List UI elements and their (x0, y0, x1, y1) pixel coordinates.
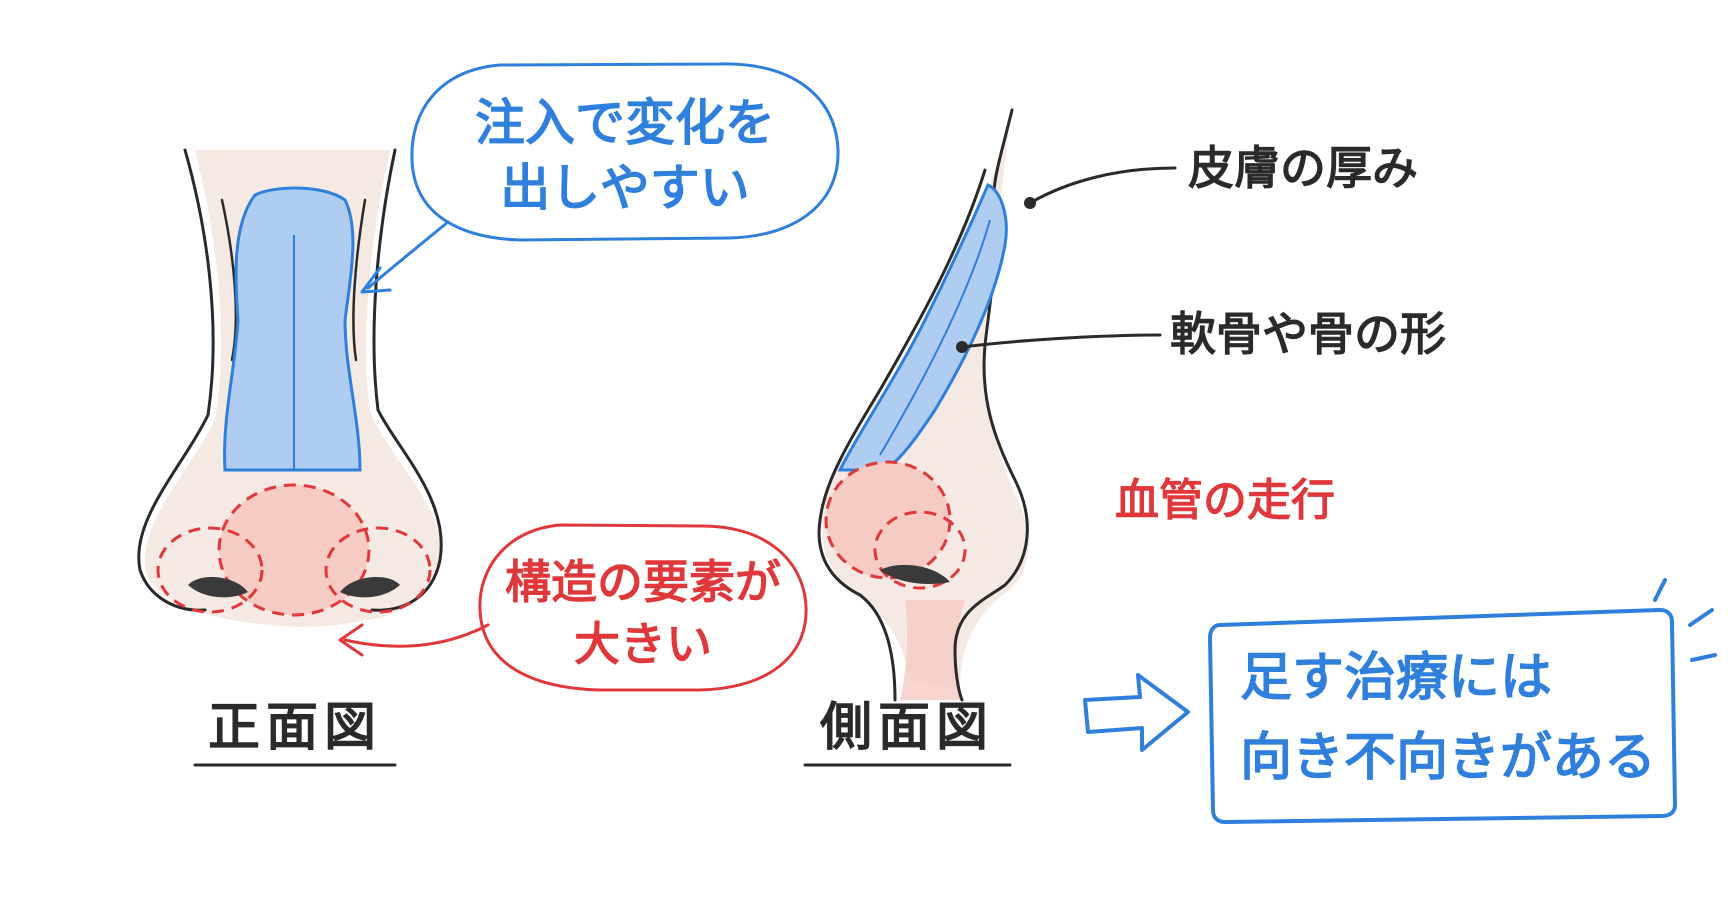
blue-callout-bubble (410, 62, 840, 242)
front-right-ala-region (324, 526, 432, 614)
skin-leader-line (1028, 166, 1177, 205)
front-nose-illustration (137, 148, 443, 767)
emphasis-marks (1653, 578, 1717, 662)
conclusion-box-frame (1207, 607, 1678, 825)
blue-callout-line2: 出しやすい (500, 159, 750, 217)
red-callout-line1: 構造の要素が (505, 555, 781, 609)
front-dorsum-blue-region (223, 186, 362, 472)
blue-callout: 注入で変化を 出しやすい (360, 62, 840, 294)
red-callout: 構造の要素が 大きい (338, 523, 808, 692)
red-callout-arrowhead (338, 623, 364, 657)
label-skin-thickness: 皮膚の厚み (1188, 141, 1418, 195)
front-nose-inner-right (352, 198, 367, 362)
red-callout-line2: 大きい (574, 617, 712, 671)
side-view-title: 側面図 (819, 698, 994, 758)
side-dorsum-line (879, 219, 991, 456)
front-left-nostril (188, 576, 248, 598)
emphasis-mark-1 (1653, 578, 1667, 602)
conclusion-box: 足す治療には 向き不向きがある (1207, 607, 1678, 825)
skin-thickness-label-group: 皮膚の厚み (1024, 141, 1418, 209)
conclusion-line2: 向き不向きがある (1240, 728, 1656, 788)
side-columella (900, 600, 965, 700)
front-right-nostril (340, 576, 400, 598)
red-callout-bubble (478, 523, 808, 692)
side-nostril (880, 564, 950, 585)
side-nose-back-outline (817, 168, 987, 702)
cartilage-leader-line (960, 333, 1162, 349)
conclusion-line1: 足す治療には (1240, 648, 1552, 708)
cartilage-label-group: 軟骨や骨の形 (956, 307, 1446, 361)
side-tip-region (824, 460, 952, 580)
blue-callout-arrow (366, 220, 450, 290)
front-nose-left-outline (137, 148, 215, 612)
front-view-title: 正面図 (208, 698, 382, 758)
conclusion-arrow-shape (1083, 673, 1190, 752)
blue-callout-line1: 注入で変化を (475, 94, 775, 152)
emphasis-mark-2 (1688, 608, 1714, 627)
front-tip-region (217, 483, 371, 617)
front-left-ala-region (156, 526, 264, 614)
red-callout-arrow (343, 623, 490, 648)
label-cartilage-bone: 軟骨や骨の形 (1170, 307, 1446, 361)
conclusion-arrow (1083, 673, 1190, 752)
blue-callout-arrowhead (360, 266, 392, 294)
side-nose-illustration (803, 108, 1029, 767)
label-blood-vessels: 血管の走行 (1115, 475, 1335, 526)
emphasis-mark-3 (1690, 653, 1717, 662)
side-ala-region (873, 510, 967, 590)
